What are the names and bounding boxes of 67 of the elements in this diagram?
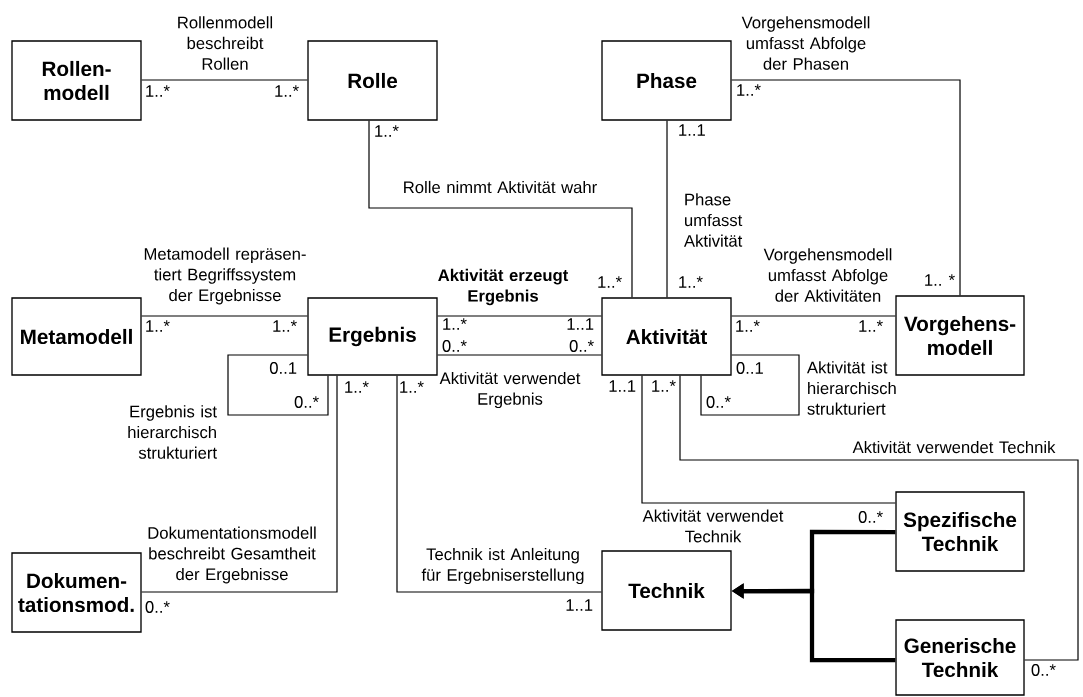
edge-label: Dokumentationsmodell beschreibt Gesamtheit der Ergebnisse xyxy=(148,526,316,584)
multiplicity: 1..* xyxy=(400,381,424,393)
multiplicity: 1..* xyxy=(652,380,676,392)
edge-label: Rolle nimmt Aktivität wahr xyxy=(404,180,597,194)
association-line xyxy=(700,354,800,416)
multiplicity: 0..* xyxy=(1031,664,1056,676)
association-line xyxy=(641,375,896,504)
association-line xyxy=(141,315,308,317)
multiplicity: 1..* xyxy=(275,85,299,97)
multiplicity: 1..* xyxy=(273,320,297,332)
association-line xyxy=(227,354,329,416)
edge-label: Phase umfasst Aktivität xyxy=(684,193,743,247)
multiplicity: 0..* xyxy=(858,511,883,523)
class-box: Rollen- modell xyxy=(11,40,142,121)
multiplicity: 0..* xyxy=(706,396,731,408)
multiplicity: 0..* xyxy=(442,340,467,352)
multiplicity: 1..* xyxy=(598,276,622,288)
association-line xyxy=(679,375,1079,661)
class-box: Spezifische Technik xyxy=(895,491,1025,572)
multiplicity: 0..1 xyxy=(736,362,763,374)
association-line xyxy=(666,120,668,298)
association-line xyxy=(141,79,308,81)
multiplicity: 1..* xyxy=(375,125,399,137)
edge-label: Ergebnis ist hierarchisch strukturiert xyxy=(128,405,217,459)
multiplicity: 1..1 xyxy=(609,380,636,392)
multiplicity: 1..1 xyxy=(566,599,593,611)
edge-label: Technik ist Anleitung für Ergebniserstellung xyxy=(421,547,584,585)
association-line xyxy=(141,375,338,593)
class-box: Ergebnis xyxy=(307,297,438,376)
class-box: Phase xyxy=(601,40,732,121)
multiplicity: 0..1 xyxy=(269,362,297,374)
class-box: Generische Technik xyxy=(895,619,1025,696)
multiplicity: 1..* xyxy=(146,320,170,332)
multiplicity: 1..* xyxy=(345,381,369,393)
multiplicity: 0..* xyxy=(145,601,170,613)
edge-label: Aktivität verwendet Ergebnis xyxy=(439,371,581,409)
edge-label: Aktivität verwendet Technik xyxy=(642,509,784,543)
class-box: Rolle xyxy=(307,40,438,121)
class-box: Technik xyxy=(601,550,732,631)
multiplicity: 1..* xyxy=(443,318,467,330)
association-line xyxy=(437,354,602,356)
multiplicity: 1..1 xyxy=(679,124,705,136)
edge-label: Metamodell repräsen- tiert Begriffssystem der Ergebnisse xyxy=(144,247,306,305)
multiplicity: 1..* xyxy=(679,276,703,288)
multiplicity: 0..* xyxy=(294,396,319,408)
multiplicity: 1..* xyxy=(737,84,761,96)
class-box: Vorgehens- modell xyxy=(895,295,1025,376)
class-box: Metamodell xyxy=(11,297,142,376)
association-line xyxy=(396,375,602,593)
multiplicity: 0..* xyxy=(569,340,594,352)
class-box: Dokumen- tationsmod. xyxy=(11,552,142,633)
edge-label: Rollenmodell beschreibt Rollen xyxy=(178,16,273,70)
association-line xyxy=(731,315,896,317)
edge-label: Vorgehensmodell umfasst Abfolge der Phasen xyxy=(741,16,870,70)
edge-label: Vorgehensmodell umfasst Abfolge der Aktivitäten xyxy=(763,248,892,302)
association-line xyxy=(437,315,602,317)
association-line xyxy=(368,120,633,298)
multiplicity: 1..* xyxy=(736,320,760,332)
multiplicity: 1..* xyxy=(146,85,170,97)
edge-label: Aktivität erzeugt Ergebnis xyxy=(438,268,569,306)
multiplicity: 1..* xyxy=(859,320,883,332)
edge-label: Aktivität verwendet Technik xyxy=(852,440,1056,454)
multiplicity: 1.. * xyxy=(925,274,955,286)
association-line xyxy=(731,79,961,296)
multiplicity: 1..1 xyxy=(567,318,594,330)
edge-label: Aktivität ist hierarchisch strukturiert xyxy=(807,361,896,415)
class-box: Aktivität xyxy=(601,297,732,376)
